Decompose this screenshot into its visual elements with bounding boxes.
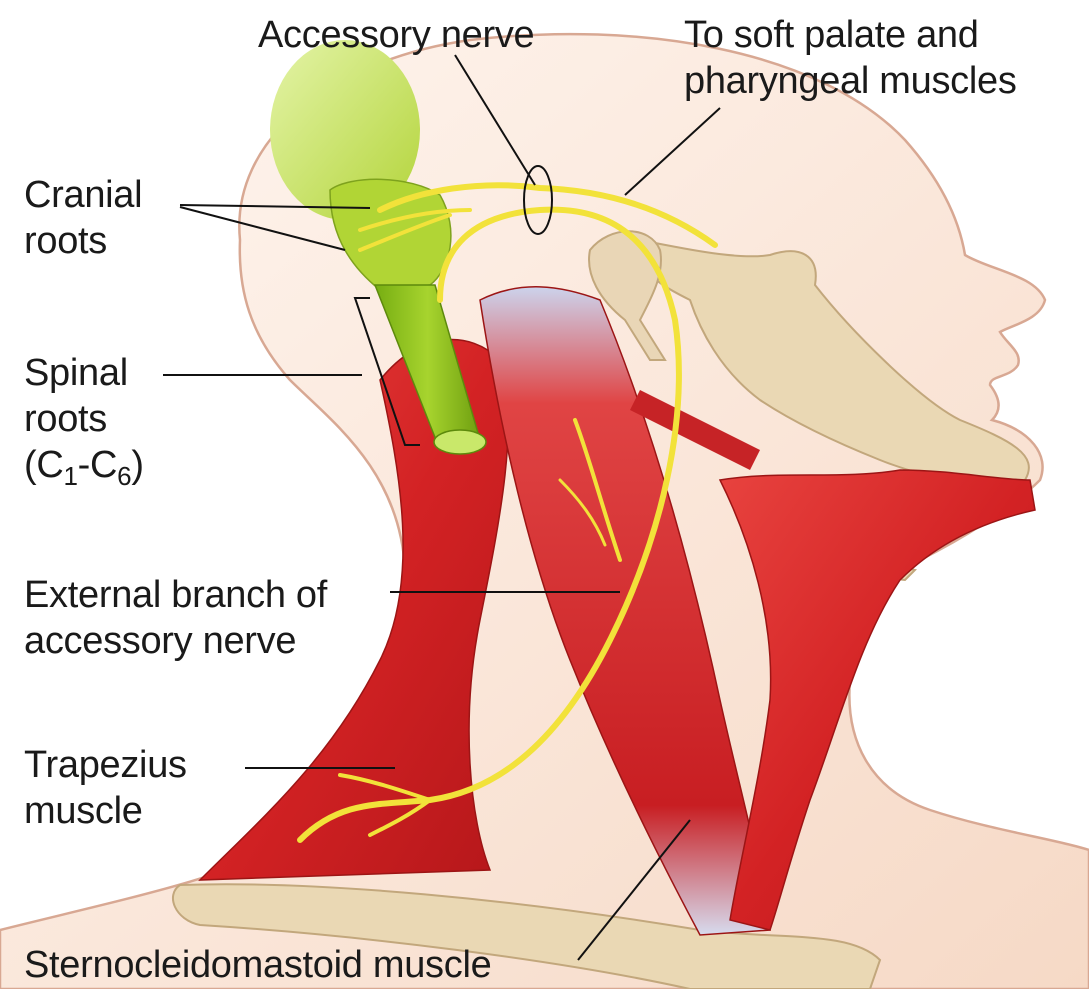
label-cranial-roots-line-1: Cranial	[24, 172, 142, 218]
label-spinal-roots-line-3: (C1-C6)	[24, 442, 144, 499]
label-trapezius-muscle: Trapezius muscle	[24, 742, 187, 834]
label-sternocleidomastoid-muscle: Sternocleidomastoid muscle	[24, 942, 491, 988]
label-to-soft-palate-line-1: To soft palate and	[684, 12, 1017, 58]
label-external-branch-line-1: External branch of	[24, 572, 327, 618]
label-to-soft-palate: To soft palate and pharyngeal muscles	[684, 12, 1017, 104]
label-cranial-roots: Cranial roots	[24, 172, 142, 264]
label-spinal-roots-line-2: roots	[24, 396, 144, 442]
label-spinal-roots: Spinal roots (C1-C6)	[24, 350, 144, 499]
label-external-branch-line-2: accessory nerve	[24, 618, 327, 664]
label-accessory-nerve: Accessory nerve	[258, 12, 534, 58]
label-external-branch: External branch of accessory nerve	[24, 572, 327, 664]
label-to-soft-palate-line-2: pharyngeal muscles	[684, 58, 1017, 104]
spinal-cord-cut-end	[434, 430, 486, 454]
label-trapezius-line-1: Trapezius	[24, 742, 187, 788]
label-cranial-roots-line-2: roots	[24, 218, 142, 264]
label-spinal-roots-line-1: Spinal	[24, 350, 144, 396]
label-trapezius-line-2: muscle	[24, 788, 187, 834]
